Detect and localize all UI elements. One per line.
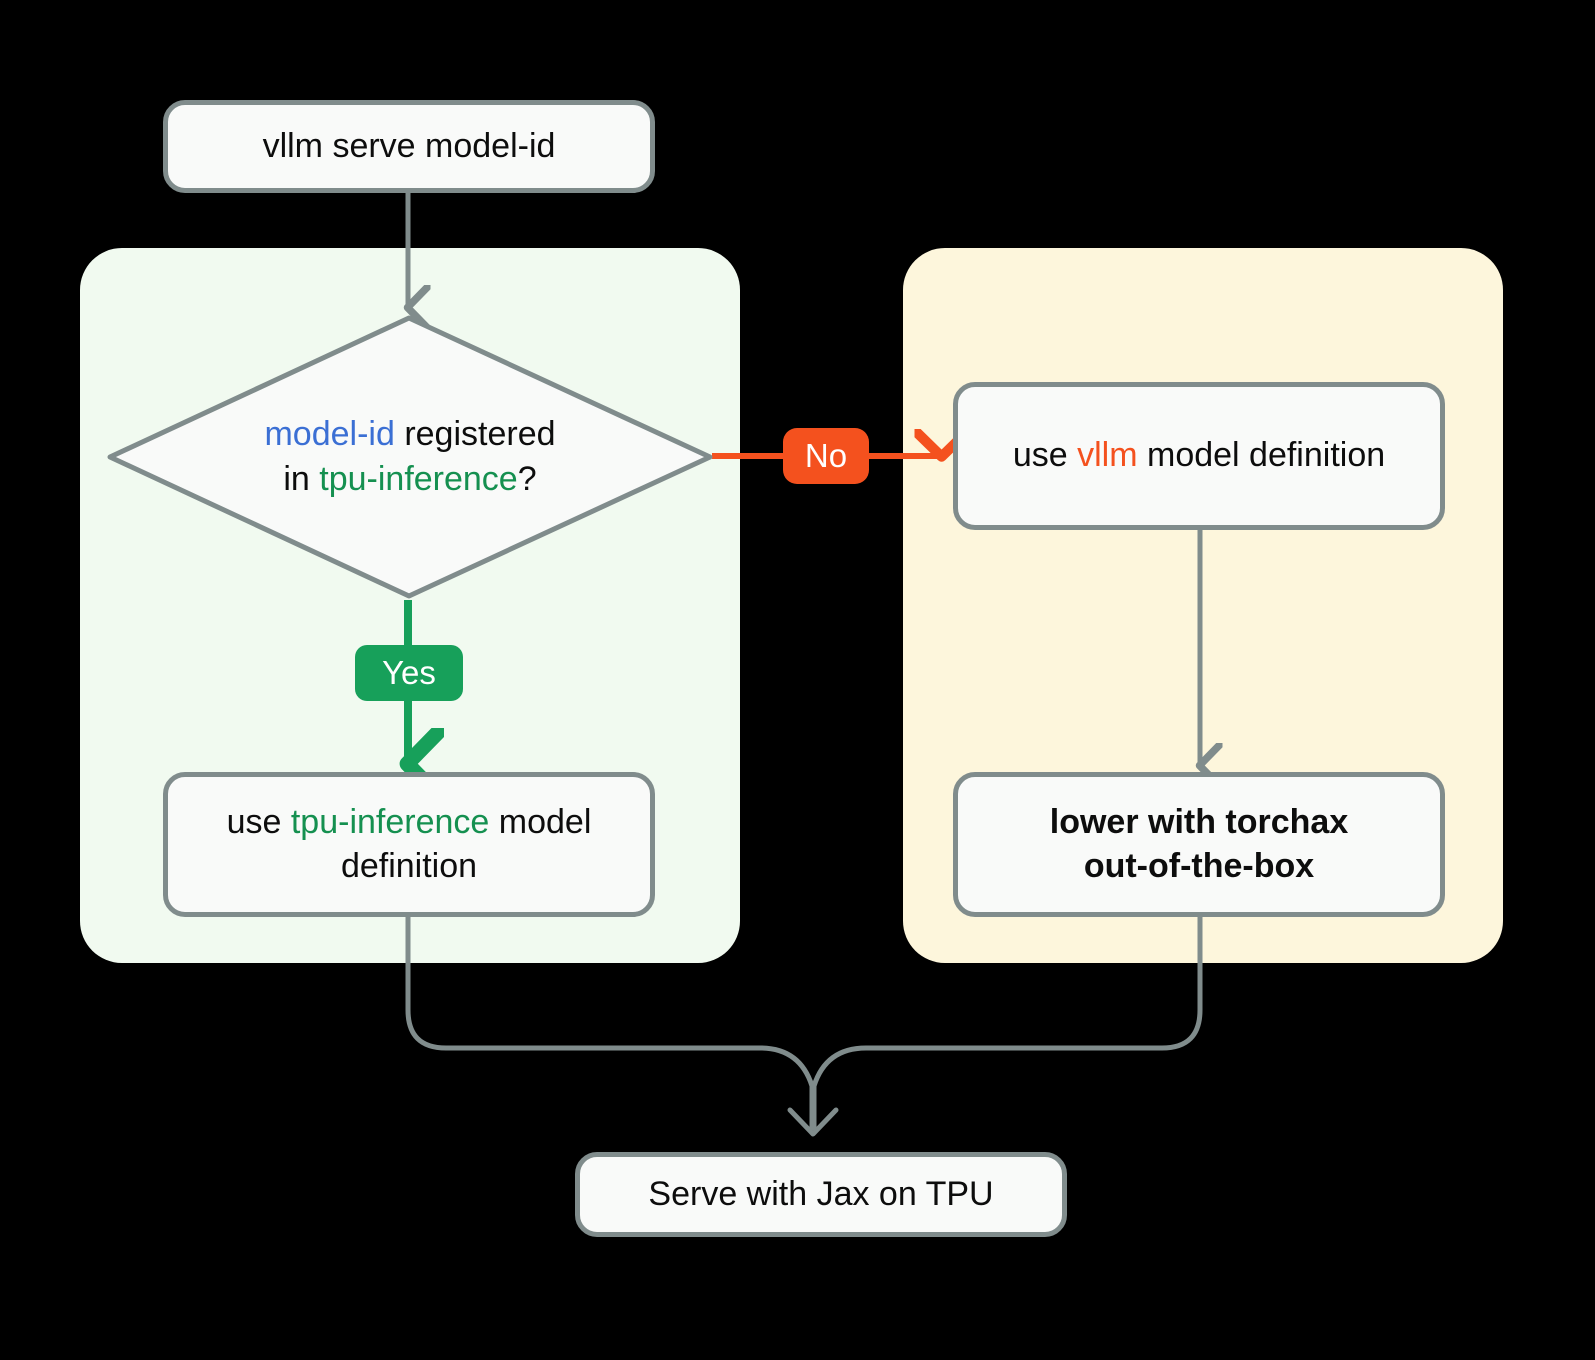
edge-label-no-text: No — [804, 437, 848, 474]
node-serve-label: Serve with Jax on TPU — [648, 1174, 994, 1213]
edge-label-yes: Yes — [355, 645, 463, 701]
decision-text-registered: registered — [394, 415, 556, 454]
node-lower-with-torchax[interactable]: lower with torchax out-of-the-box — [953, 772, 1445, 917]
use-tpu-token-tpu-inference: tpu-inference — [290, 802, 490, 841]
node-use-tpu-inference-label: use tpu-inference model definition — [190, 801, 628, 888]
use-vllm-token-vllm: vllm — [1077, 436, 1138, 475]
use-tpu-text-model: model — [489, 802, 592, 841]
node-lower-torchax-label: lower with torchax out-of-the-box — [1050, 801, 1349, 888]
node-start-label: vllm serve model-id — [262, 126, 556, 165]
merge-arrowhead — [787, 1107, 839, 1137]
lower-torchax-line1: lower with torchax — [1049, 802, 1349, 841]
use-tpu-text-use: use — [226, 802, 291, 841]
node-use-vllm-model-definition[interactable]: use vllm model definition — [953, 382, 1445, 530]
node-use-tpu-inference-model-definition[interactable]: use tpu-inference model definition — [163, 772, 655, 917]
use-vllm-text-model-definition: model definition — [1137, 436, 1386, 475]
use-tpu-text-definition: definition — [340, 846, 478, 885]
node-decision-label: model-id registered in tpu-inference? — [110, 318, 710, 596]
lower-torchax-line2: out-of-the-box — [1083, 846, 1315, 885]
use-vllm-text-use: use — [1012, 436, 1078, 475]
decision-token-model-id: model-id — [264, 415, 395, 454]
node-use-vllm-label: use vllm model definition — [1013, 434, 1385, 478]
node-start[interactable]: vllm serve model-id — [163, 100, 655, 193]
node-decision[interactable]: model-id registered in tpu-inference? — [110, 318, 710, 596]
decision-text-question: ? — [517, 460, 537, 498]
node-serve-with-jax-on-tpu[interactable]: Serve with Jax on TPU — [575, 1152, 1067, 1237]
decision-text-in: in — [283, 460, 320, 498]
edge-label-no: No — [783, 428, 869, 484]
edge-label-yes-text: Yes — [382, 654, 436, 691]
decision-token-tpu-inference: tpu-inference — [319, 460, 518, 498]
